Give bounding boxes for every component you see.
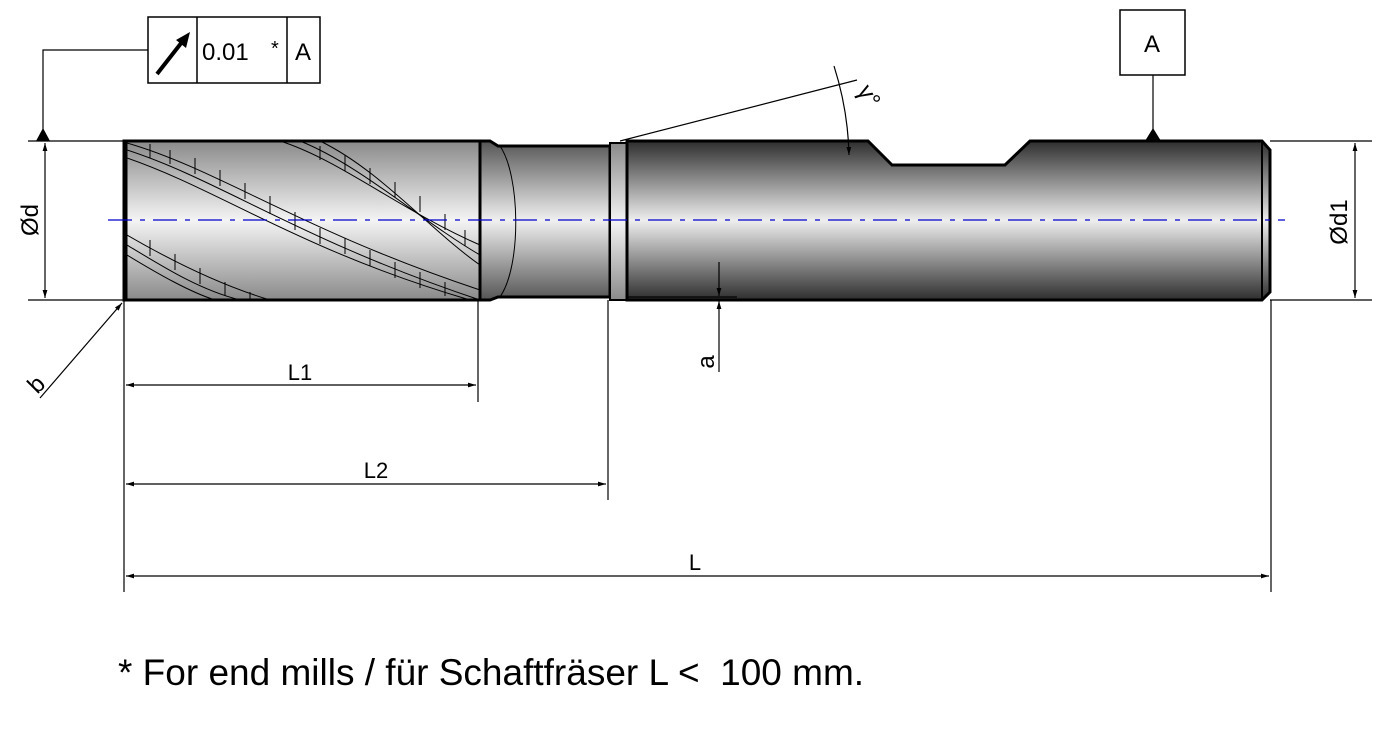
shank-section xyxy=(625,139,1272,302)
label-l1: L1 xyxy=(288,360,312,385)
flute-section xyxy=(122,139,482,302)
label-b: b xyxy=(22,370,51,399)
tolerance-datum: A xyxy=(295,39,311,66)
tolerance-frame: 0.01 * A xyxy=(36,16,321,141)
tolerance-note-mark: * xyxy=(271,38,279,60)
footnote: * For end mills / für Schaftfräser L < 1… xyxy=(118,652,865,693)
tolerance-value: 0.01 xyxy=(202,39,249,66)
datum-a-label: A xyxy=(1144,31,1160,58)
label-l2: L2 xyxy=(364,458,388,483)
label-angle: γ° xyxy=(851,80,885,112)
dim-line-b xyxy=(39,302,123,399)
label-l: L xyxy=(689,550,701,575)
angle-arc xyxy=(833,65,852,156)
circular-runout-arrow-icon xyxy=(155,32,190,76)
datum-a-box: A xyxy=(1119,9,1186,141)
label-a: a xyxy=(693,355,720,369)
angle-ref-line xyxy=(619,79,858,142)
label-d1: Ød1 xyxy=(1326,199,1353,244)
label-d: Ød xyxy=(17,204,44,236)
